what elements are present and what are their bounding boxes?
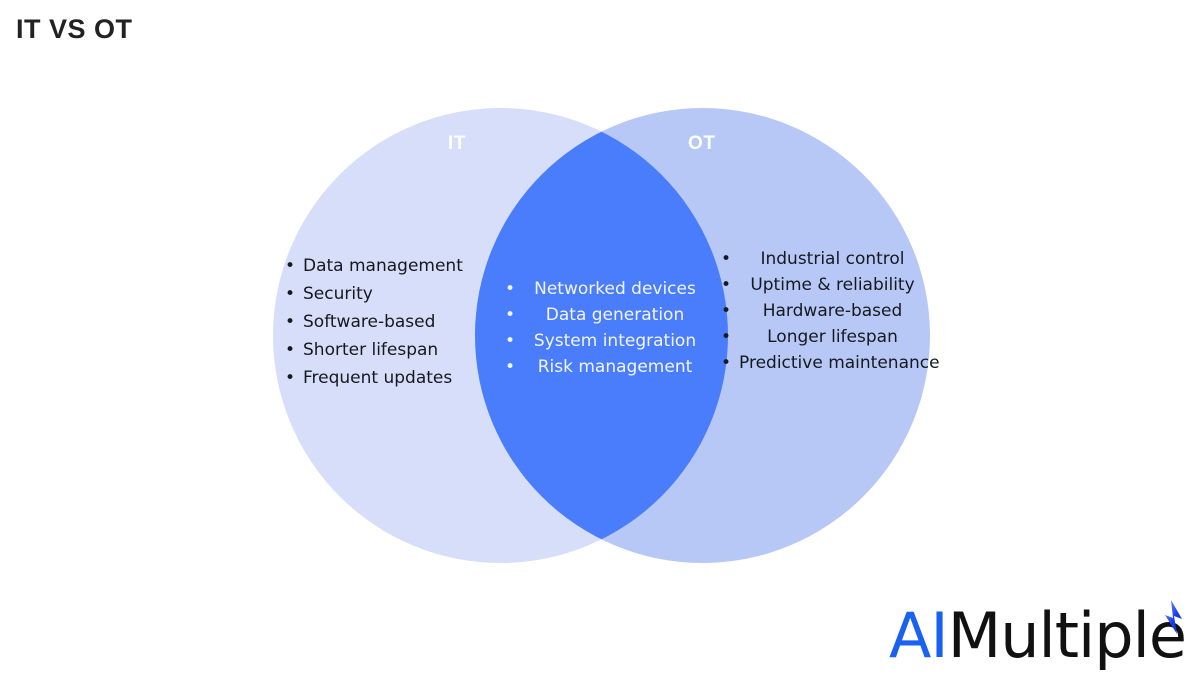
venn-diagram: IT OT • Data management • Security • Sof… [273, 108, 940, 563]
bullet-icon: • [285, 340, 296, 360]
bullet-icon: • [505, 279, 516, 299]
list-item-label: Software-based [303, 312, 436, 332]
logo-prefix: AI [889, 599, 949, 672]
lightning-accent-icon [1165, 600, 1182, 634]
venn-list-overlap: • Networked devices • Data generation • … [505, 278, 705, 382]
list-item-label: Frequent updates [303, 368, 453, 388]
venn-shapes [273, 108, 930, 563]
venn-label-right: OT [688, 133, 716, 154]
bullet-icon: • [285, 312, 296, 332]
list-item: • Predictive maintenance [721, 352, 940, 375]
list-item: • Longer lifespan [721, 326, 926, 349]
venn-label-left: IT [448, 133, 467, 154]
list-item: • Data management [285, 255, 515, 278]
venn-list-left: • Data management • Security • Software-… [285, 255, 515, 395]
list-item: • Industrial control [721, 248, 926, 271]
logo-suffix: Multiple [947, 599, 1187, 672]
venn-list-right: • Industrial control • Uptime & reliabil… [721, 248, 940, 378]
list-item-label: Uptime & reliability [750, 275, 915, 295]
list-item: • System integration [505, 330, 705, 353]
list-item: • Data generation [505, 304, 705, 327]
list-item: • Security [285, 283, 515, 306]
bullet-icon: • [721, 353, 732, 373]
list-item: • Frequent updates [285, 367, 515, 390]
list-item: • Networked devices [505, 278, 705, 301]
list-item-label: Security [303, 284, 373, 304]
list-item-label: Predictive maintenance [739, 353, 940, 373]
list-item-label: Industrial control [760, 249, 905, 269]
bullet-icon: • [721, 301, 732, 321]
list-item: • Shorter lifespan [285, 339, 515, 362]
list-item-label: Shorter lifespan [303, 340, 439, 360]
list-item: • Uptime & reliability [721, 274, 926, 297]
list-item: • Risk management [505, 356, 705, 379]
venn-overlap-region [475, 108, 728, 563]
bullet-icon: • [285, 256, 296, 276]
list-item-label: System integration [533, 331, 697, 351]
bullet-icon: • [721, 249, 732, 269]
list-item-label: Data management [303, 256, 463, 276]
list-item: • Software-based [285, 311, 515, 334]
bullet-icon: • [721, 275, 732, 295]
list-item-label: Networked devices [534, 279, 696, 299]
bullet-icon: • [505, 331, 516, 351]
bullet-icon: • [505, 305, 516, 325]
bullet-icon: • [285, 284, 296, 304]
list-item-label: Data generation [545, 305, 685, 325]
bullet-icon: • [285, 368, 296, 388]
list-item: • Hardware-based [721, 300, 926, 323]
bullet-icon: • [721, 327, 732, 347]
list-item-label: Longer lifespan [767, 327, 898, 347]
page-title: IT VS OT [16, 14, 133, 44]
bullet-icon: • [505, 357, 516, 377]
list-item-label: Risk management [537, 357, 693, 377]
list-item-label: Hardware-based [762, 301, 903, 321]
